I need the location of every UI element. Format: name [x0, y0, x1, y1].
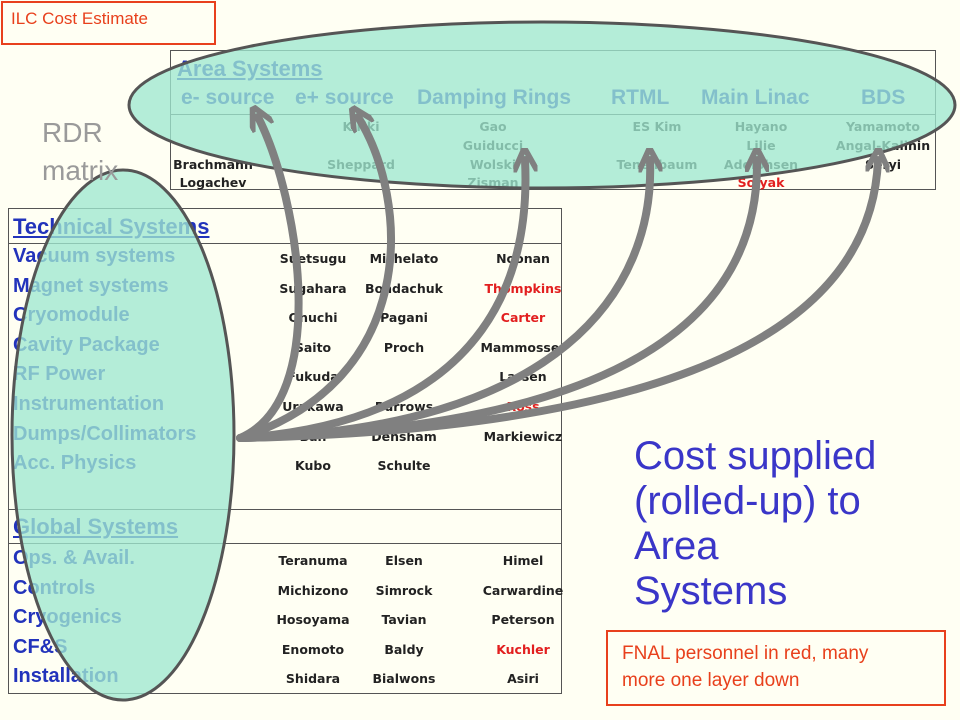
note-line-1: FNAL personnel in red, many: [622, 643, 869, 664]
technical-global-systems-table: Technical Systems Global Systems Vacuum …: [8, 208, 566, 694]
fnal-personnel-note: FNAL personnel in red, many more one lay…: [606, 630, 946, 706]
system-person-name: Elsen: [385, 553, 423, 568]
system-name: Controls: [13, 576, 96, 599]
system-person-name: Urakawa: [282, 399, 344, 414]
system-person-name: Shidara: [285, 671, 341, 687]
system-person-name: Pagani: [380, 310, 428, 326]
area-person-name: Wolski: [469, 157, 517, 172]
system-person-name: Enomoto: [281, 641, 345, 657]
system-person-name: Michelato: [369, 251, 439, 266]
system-person-name: Saito: [294, 339, 332, 355]
system-person-name: Michizono: [277, 582, 349, 598]
cost-line-1: Cost supplied: [634, 434, 877, 478]
area-column-label: RTML: [611, 86, 670, 109]
system-person-name: Bondachuk: [365, 280, 443, 296]
area-person-name: Brachmann: [173, 157, 253, 172]
system-name: Acc. Physics: [13, 452, 137, 475]
area-column-label: BDS: [861, 86, 906, 109]
system-person-name: Hosoyama: [276, 612, 350, 628]
system-person-name: Carwardine: [482, 582, 564, 598]
area-person-name: Gao: [479, 119, 507, 134]
system-person-name: Baldy: [384, 641, 424, 657]
system-name: Installation: [13, 665, 119, 688]
system-person-name: Carter: [500, 310, 546, 326]
system-person-name: Bialwons: [372, 671, 436, 687]
area-person-name: Angal-Kalinin: [835, 138, 931, 153]
system-person-name: Teranuma: [278, 553, 348, 568]
system-person-name: Densham: [371, 428, 437, 444]
global-systems-heading: Global Systems: [13, 514, 179, 539]
area-column-label: Damping Rings: [417, 86, 572, 109]
area-person-name: Kiriki: [342, 119, 380, 134]
system-name: Cryogenics: [13, 606, 122, 629]
note-line-2: more one layer down: [622, 670, 800, 691]
area-header-divider: [171, 114, 935, 115]
system-person-name: Ban: [299, 428, 327, 444]
technical-systems-heading: Technical Systems: [13, 214, 210, 239]
system-name: Cryomodule: [13, 304, 130, 327]
area-person-name: Guiducci: [462, 138, 524, 153]
system-person-name: Burrows: [374, 399, 434, 414]
area-person-name: Yamamoto: [846, 119, 920, 134]
system-person-name: Schulte: [377, 458, 431, 474]
system-name: Cavity Package: [13, 333, 160, 356]
rdr-matrix-label: RDR matrix: [42, 114, 118, 190]
area-person-name: Sheppard: [327, 157, 395, 172]
area-column-label: e- source: [181, 86, 275, 109]
system-person-name: Simrock: [375, 582, 433, 598]
system-name: Ops. & Avail.: [13, 547, 135, 569]
rdr-label-line-1: RDR: [42, 117, 103, 148]
system-person-name: Fukuda: [287, 369, 339, 385]
cost-line-2: (rolled-up) to: [634, 479, 861, 523]
area-person-name: Hayano: [734, 119, 788, 134]
area-person-name: Zisman: [467, 175, 519, 190]
ilc-cost-estimate-title: ILC Cost Estimate: [1, 1, 216, 45]
system-name: Vacuum systems: [13, 245, 176, 267]
area-column-label: Main Linac: [701, 86, 810, 109]
system-person-name: Ross: [506, 399, 540, 414]
system-person-name: Sugahara: [279, 280, 347, 296]
area-person-name: Adolphsen: [723, 157, 799, 172]
system-person-name: Suetsugu: [279, 251, 347, 266]
area-systems-heading: Area Systems: [177, 56, 323, 81]
area-person-name: Solyak: [737, 175, 785, 190]
area-person-name: Logachev: [179, 175, 247, 190]
global-header-divider: [9, 543, 561, 544]
area-column-label: e+ source: [295, 86, 394, 109]
system-person-name: Mammosser: [480, 339, 566, 355]
system-person-name: Asiri: [507, 671, 539, 687]
area-person-name: Tenenbaum: [616, 157, 698, 172]
system-name: Dumps/Collimators: [13, 422, 197, 445]
system-person-name: Larsen: [499, 369, 547, 385]
system-name: CF&S: [13, 635, 68, 658]
system-person-name: Kuchler: [496, 641, 550, 657]
system-person-name: Himel: [502, 553, 544, 568]
system-name: Magnet systems: [13, 274, 169, 297]
system-person-name: Tavian: [381, 612, 427, 628]
area-person-name: Seryi: [864, 157, 902, 172]
area-person-name: ES Kim: [632, 119, 682, 134]
cost-line-3: Area: [634, 524, 719, 568]
cost-line-4: Systems: [634, 569, 788, 613]
system-person-name: Ohuchi: [288, 310, 338, 326]
system-name: Instrumentation: [13, 393, 165, 415]
system-person-name: Kubo: [295, 458, 331, 474]
system-person-name: Noonan: [496, 251, 550, 266]
cost-supplied-statement: Cost supplied (rolled-up) to Area System…: [634, 434, 876, 614]
system-person-name: Markiewicz: [483, 428, 563, 444]
system-person-name: Proch: [383, 339, 425, 355]
system-name: RF Power: [13, 363, 106, 386]
area-person-name: Lilie: [746, 138, 776, 153]
technical-header-divider: [9, 243, 561, 244]
rdr-label-line-2: matrix: [42, 155, 119, 186]
system-person-name: Peterson: [491, 612, 555, 628]
section-divider: [9, 509, 561, 510]
system-person-name: Thompkins: [484, 280, 562, 296]
